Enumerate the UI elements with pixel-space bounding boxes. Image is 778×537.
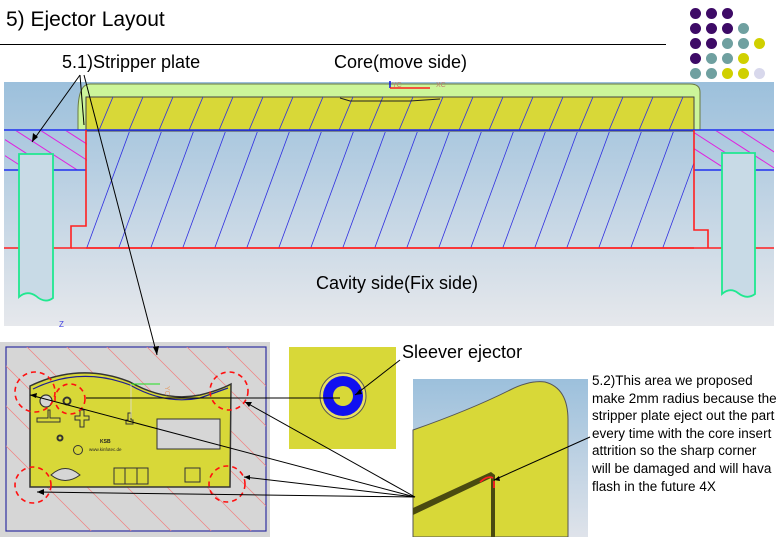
decor-dot (706, 38, 717, 49)
decor-dot (706, 8, 717, 19)
part-plan-outline (29, 372, 232, 488)
decor-dot (754, 38, 765, 49)
decor-dot (690, 68, 701, 79)
molded-part-section (85, 96, 695, 132)
svg-text:YC: YC (163, 386, 170, 396)
part-marking-line2: www.kinfotec.de (89, 447, 122, 452)
decorative-dot-grid (690, 8, 778, 88)
part-hatch (98, 97, 684, 131)
decor-dot (690, 53, 701, 64)
corner-detail-part (412, 381, 569, 537)
decor-dot (738, 68, 749, 79)
decor-dot (738, 23, 749, 34)
decor-dot (706, 23, 717, 34)
ejector-pin-right (721, 152, 756, 298)
decor-dot (690, 23, 701, 34)
decor-dot (722, 68, 733, 79)
cavity-label: Cavity side(Fix side) (316, 273, 479, 293)
window-cutout (156, 418, 221, 450)
radius-proposal-note: 5.2)This area we proposed make 2mm radiu… (592, 373, 777, 494)
corner-callout-circles (14, 371, 249, 504)
decor-dot (738, 38, 749, 49)
title-divider (0, 44, 666, 45)
decor-dot (706, 53, 717, 64)
decor-dot (690, 8, 701, 19)
leader-lines (29, 74, 591, 498)
decor-dot (722, 23, 733, 34)
z-axis-label: Z (59, 320, 64, 329)
decor-dot (738, 53, 749, 64)
core-label: Core(move side) (334, 52, 468, 72)
decor-dot (722, 8, 733, 19)
decor-dot (722, 38, 733, 49)
ejector-pin-left (18, 153, 54, 302)
decor-dot (690, 38, 701, 49)
decor-dot (754, 68, 765, 79)
yc-axis-label: YC (392, 82, 402, 89)
xc-axis-label: XC (436, 82, 446, 89)
slide-title: 5) Ejector Layout (6, 8, 165, 31)
sleeve-ejector-label: Sleever ejector (402, 342, 523, 362)
stripper-plate-label: 5.1)Stripper plate (62, 52, 201, 72)
core-insert-hatch (86, 132, 694, 248)
decor-dot (706, 68, 717, 79)
part-marking-line1: KSB (100, 439, 111, 445)
decor-dot (722, 53, 733, 64)
